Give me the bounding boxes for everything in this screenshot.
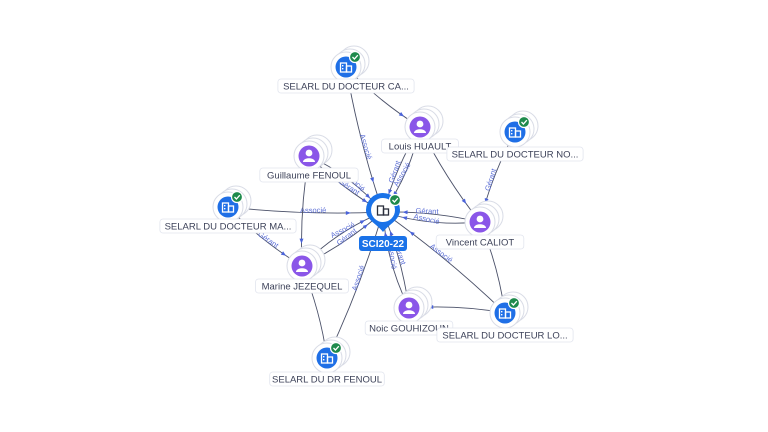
node-label-background bbox=[277, 78, 415, 94]
node-label: Guillaume FENOUL bbox=[267, 171, 351, 182]
center-label-background bbox=[359, 236, 407, 251]
edge-arrow bbox=[365, 193, 371, 199]
edge-label: Gérant bbox=[415, 206, 439, 216]
node-label-background bbox=[159, 218, 297, 234]
verified-check-icon bbox=[348, 50, 362, 64]
edge-arrow bbox=[280, 251, 287, 256]
node-label: Louis HUAULT bbox=[389, 142, 452, 153]
edge-arrow bbox=[359, 220, 366, 225]
edge-arrow bbox=[402, 216, 408, 221]
nodes-layer: SELARL DU DOCTEUR CA...Louis HUAULTSELAR… bbox=[159, 45, 584, 387]
center-node-group[interactable]: SCI20-22 bbox=[359, 193, 407, 251]
node-label-background bbox=[446, 146, 584, 162]
edge-label: Gérant bbox=[483, 167, 499, 192]
edge-arrow bbox=[370, 177, 374, 183]
center-node[interactable]: SCI20-22 bbox=[359, 193, 407, 251]
node-label-background bbox=[381, 138, 459, 154]
person-node[interactable]: Guillaume FENOUL bbox=[259, 134, 359, 183]
edge-arrow bbox=[299, 238, 304, 244]
node-label-background bbox=[435, 234, 525, 250]
node-label-background bbox=[255, 278, 349, 294]
verified-check-icon bbox=[388, 193, 402, 207]
edge-arrow bbox=[361, 198, 368, 203]
company-node[interactable]: SELARL DU DOCTEUR CA... bbox=[277, 45, 415, 94]
verified-check-icon bbox=[329, 341, 343, 355]
node-label: SELARL DU DOCTEUR NO... bbox=[452, 150, 579, 161]
node-label-background bbox=[436, 327, 574, 343]
node-label: Vincent CALIOT bbox=[446, 238, 515, 249]
node-label: SELARL DU DR FENOUL bbox=[272, 375, 382, 386]
node-label: Noic GOUHIZOUN bbox=[369, 324, 449, 335]
node-label: SELARL DU DOCTEUR MA... bbox=[165, 222, 292, 233]
building-icon bbox=[376, 205, 390, 216]
edge: Associé bbox=[227, 206, 384, 215]
edge-arrow bbox=[409, 231, 415, 237]
verified-check-icon bbox=[517, 115, 531, 129]
company-node[interactable]: SELARL DU DOCTEUR NO... bbox=[446, 110, 584, 162]
person-node[interactable]: Louis HUAULT bbox=[381, 105, 459, 154]
edge-arrow bbox=[388, 188, 393, 195]
edge-label: Associé bbox=[350, 264, 367, 292]
company-node[interactable]: SELARL DU DOCTEUR LO... bbox=[436, 291, 574, 343]
edge-arrow bbox=[461, 198, 467, 204]
company-node[interactable]: SELARL DU DR FENOUL bbox=[269, 336, 385, 387]
node-label-background bbox=[269, 371, 385, 387]
edge-arrow bbox=[383, 232, 388, 238]
edge-line bbox=[382, 211, 506, 314]
edge-arrow bbox=[345, 210, 351, 215]
edge-label: Associé bbox=[358, 133, 374, 161]
node-label: SELARL DU DOCTEUR LO... bbox=[442, 331, 567, 342]
company-node[interactable]: SELARL DU DOCTEUR MA... bbox=[159, 185, 297, 234]
verified-check-icon bbox=[507, 296, 521, 310]
edge-label: Associé bbox=[300, 206, 326, 215]
person-node[interactable]: Noic GOUHIZOUN bbox=[364, 286, 454, 336]
edge-arrow bbox=[402, 210, 408, 215]
node-label-background bbox=[259, 167, 359, 183]
edge-arrow bbox=[398, 112, 405, 117]
verified-check-icon bbox=[230, 190, 244, 204]
node-label: SELARL DU DOCTEUR CA... bbox=[283, 82, 409, 93]
person-node[interactable]: Marine JEZEQUEL bbox=[255, 244, 349, 294]
edge-arrow bbox=[389, 230, 394, 237]
person-node[interactable]: Vincent CALIOT bbox=[435, 200, 525, 250]
node-label: Marine JEZEQUEL bbox=[262, 282, 343, 293]
edge-arrow bbox=[362, 224, 368, 230]
center-label: SCI20-22 bbox=[362, 239, 405, 250]
